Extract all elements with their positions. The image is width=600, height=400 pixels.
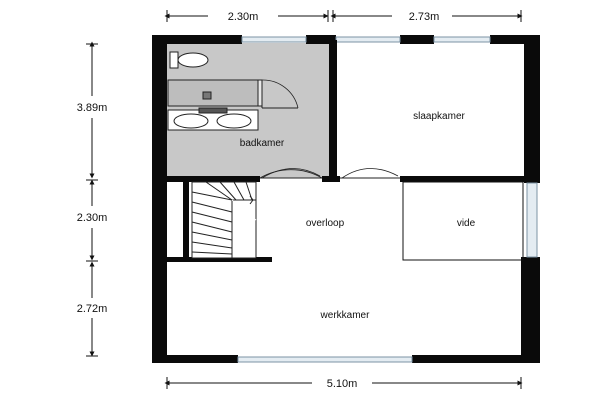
dim-left-middle: 2.30m bbox=[77, 212, 108, 224]
dim-top-left: 2.30m bbox=[228, 11, 259, 23]
dimension-lines bbox=[86, 10, 523, 389]
interior-walls bbox=[160, 40, 528, 262]
dim-left-lower: 2.72m bbox=[77, 303, 108, 315]
dim-left-upper: 3.89m bbox=[77, 102, 108, 114]
bathroom-fixtures bbox=[167, 51, 263, 131]
room-label-overloop: overloop bbox=[306, 218, 345, 229]
dim-bottom-total: 5.10m bbox=[327, 378, 358, 390]
room-label-vide: vide bbox=[457, 218, 476, 229]
doors bbox=[259, 79, 400, 179]
vide-area bbox=[402, 181, 524, 261]
windows bbox=[237, 36, 538, 363]
room-label-slaapkamer: slaapkamer bbox=[413, 111, 465, 122]
outer-walls bbox=[152, 35, 540, 363]
staircase bbox=[191, 181, 257, 259]
room-label-werkkamer: werkkamer bbox=[320, 310, 371, 321]
room-label-badkamer: badkamer bbox=[240, 138, 285, 149]
dim-top-right: 2.73m bbox=[409, 11, 440, 23]
